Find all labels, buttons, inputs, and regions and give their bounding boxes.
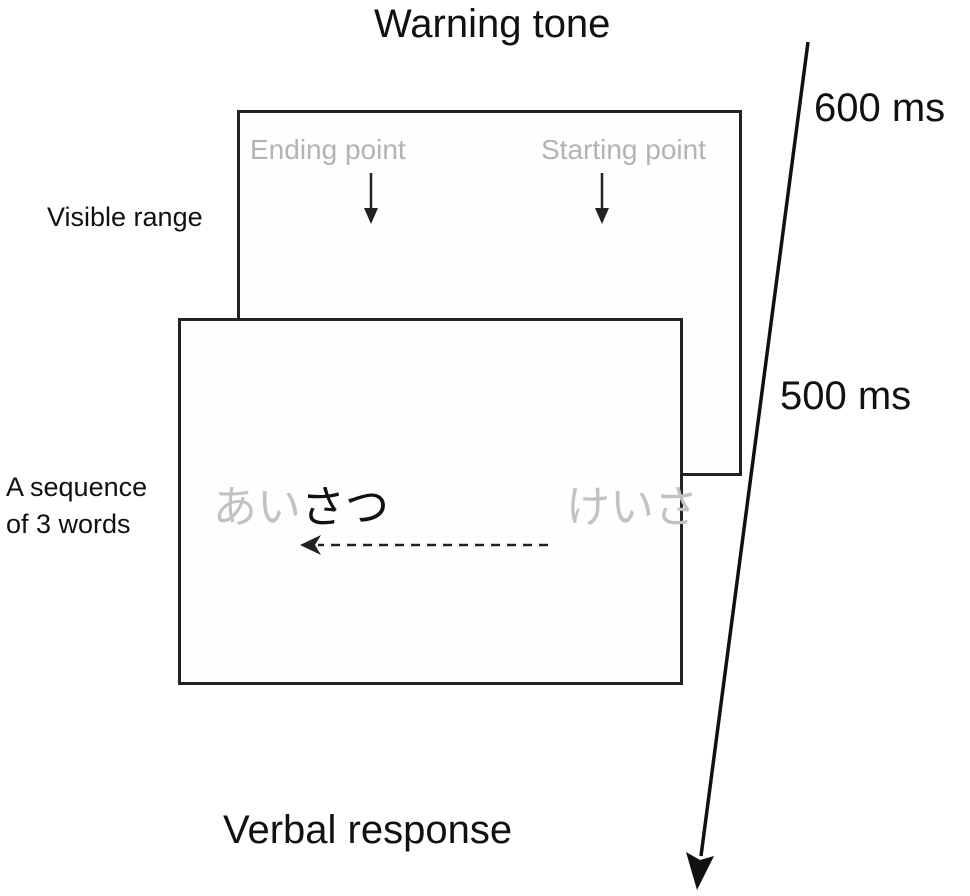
sequence-label-line1: A sequence <box>6 472 148 502</box>
visible-range-label: Visible range <box>47 202 203 232</box>
starting-point-label: Starting point <box>541 134 706 165</box>
sequence-label-line2: of 3 words <box>6 509 131 539</box>
word-sequence-left: あいさつ <box>213 486 389 530</box>
time-600-label: 600 ms <box>814 86 946 130</box>
word-sequence-screen <box>178 318 683 685</box>
word-sequence-right: けいさ <box>566 482 698 533</box>
ending-point-label: Ending point <box>250 134 406 165</box>
time-500-label: 500 ms <box>780 374 912 418</box>
verbal-response-label: Verbal response <box>223 808 513 852</box>
warning-tone-label: Warning tone <box>374 2 611 46</box>
word-left-faded: あい <box>213 482 301 533</box>
word-left-visible: さつ <box>301 482 389 533</box>
